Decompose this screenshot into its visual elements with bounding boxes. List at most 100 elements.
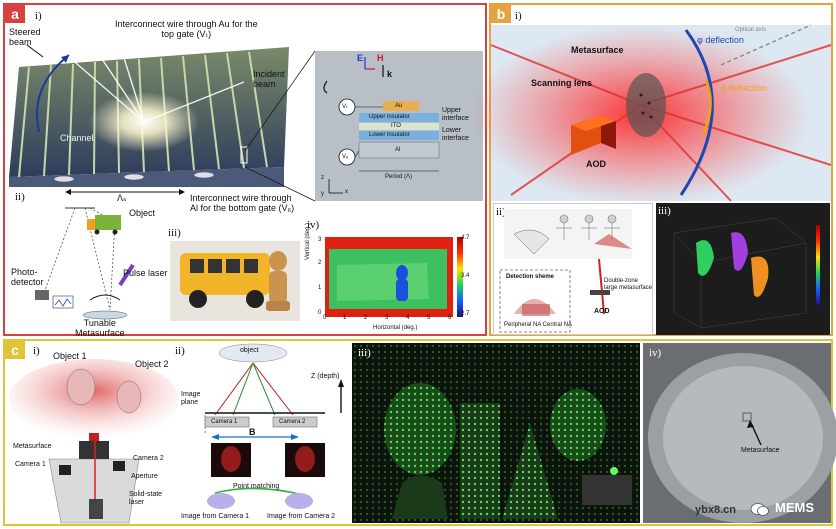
wechat-icon bbox=[750, 503, 769, 516]
theta-deflection-label: θ deflection bbox=[721, 83, 768, 93]
toy-bus-photo bbox=[170, 241, 300, 321]
panel-b-tag: b bbox=[491, 5, 511, 23]
aod-label: AOD bbox=[586, 159, 606, 169]
inset-axis-x: x bbox=[345, 189, 348, 195]
map-xtick-5: 5 bbox=[427, 315, 431, 321]
aod-ii-label: AOD bbox=[594, 308, 610, 315]
metasurface-render bbox=[9, 41, 289, 187]
map-xtick-0: 0 bbox=[323, 315, 327, 321]
peripheral-label: Peripheral NA Central NA bbox=[504, 322, 573, 328]
layer-stack-inset: E H k Vₜ V₆ Au Upper insulator ITO Lower… bbox=[315, 51, 483, 201]
panel-c-sub-iv: iv) bbox=[649, 347, 662, 359]
watermark-brand: MEMS bbox=[775, 500, 814, 515]
panel-b-iii: iii) bbox=[656, 203, 830, 335]
object-c-label: object bbox=[240, 347, 259, 354]
cam2-label: Camera 2 bbox=[279, 419, 306, 425]
camera2-label: Camera 2 bbox=[133, 455, 164, 462]
camera1-label: Camera 1 bbox=[15, 461, 46, 468]
inset-e: E bbox=[357, 53, 364, 63]
cam1-label: Camera 1 bbox=[211, 419, 238, 425]
metasurface-label: Metasurface bbox=[571, 45, 624, 55]
depth-map bbox=[325, 237, 463, 317]
inset-lower-insulator: Lower insulator bbox=[369, 132, 410, 138]
panel-c-sub-iii: iii) bbox=[358, 347, 371, 359]
z-depth-label: Z (depth) bbox=[311, 373, 340, 380]
panel-c-tag: c bbox=[5, 341, 25, 359]
detection-scheme-label: Detection sheme bbox=[506, 274, 555, 280]
map-ytick-1: 1 bbox=[318, 285, 322, 291]
object-label: Object bbox=[129, 208, 156, 218]
panel-a: a i) bbox=[3, 3, 487, 338]
pulse-laser-label: Pulse laser bbox=[123, 268, 168, 278]
inset-upper-insulator: Upper insulator bbox=[369, 114, 410, 120]
photo-detector-label: Photo-detector bbox=[11, 267, 44, 287]
point-matching-label: Point matching bbox=[233, 483, 280, 490]
inset-au: Au bbox=[395, 103, 403, 109]
panel-c-sub-ii: ii) bbox=[175, 345, 185, 357]
map-xtick-6: 6 bbox=[448, 315, 452, 321]
setup-render bbox=[9, 359, 179, 524]
aperture-label: Aperture bbox=[131, 473, 158, 480]
img-cam1-label: Image from Camera 1 bbox=[181, 513, 250, 520]
optical-axis-label: Optical axis bbox=[735, 27, 767, 33]
panel-c: c i) Object 1 Object 2 Metasurface Camer… bbox=[3, 339, 836, 526]
layer-stack-drawing bbox=[323, 57, 440, 194]
inset-axis-y: y bbox=[321, 191, 324, 197]
green-dot-projection bbox=[352, 343, 640, 523]
object1-label: Object 1 bbox=[53, 351, 87, 361]
map-xtick-3: 3 bbox=[385, 315, 389, 321]
panel-c-iii: iii) bbox=[352, 343, 640, 523]
cbar-tick-0: 4.7 bbox=[461, 235, 470, 241]
watermark-site: ybx8.cn bbox=[695, 504, 736, 516]
panel-b-sub-i: i) bbox=[515, 10, 522, 22]
scanning-lens-label: Scanning lens bbox=[531, 78, 593, 88]
phi-deflection-label: φ deflection bbox=[697, 35, 744, 45]
inset-al: Al bbox=[395, 147, 401, 153]
panel-b: b i) Optical axis φ deflection θ deflect… bbox=[471, 3, 833, 336]
map-xtick-1: 1 bbox=[343, 315, 347, 321]
panel-a-sub-iv: iv) bbox=[307, 219, 320, 231]
inset-vb: V₆ bbox=[342, 154, 349, 160]
map-ytick-3: 3 bbox=[318, 237, 322, 243]
inset-ito: ITO bbox=[391, 123, 401, 129]
period-lambda-s: Λₛ bbox=[117, 193, 127, 203]
inset-axis-z: z bbox=[321, 175, 324, 181]
panel-a-sub-iii: iii) bbox=[168, 227, 181, 239]
map-ytick-0: 0 bbox=[318, 310, 322, 316]
map-ytick-2: 2 bbox=[318, 260, 322, 266]
inset-period: Period (Λ) bbox=[385, 174, 413, 180]
inset-k: k bbox=[387, 69, 393, 79]
img-cam2-label: Image from Camera 2 bbox=[267, 513, 336, 520]
channel-label: Channel bbox=[60, 133, 94, 143]
cbar-tick-2: 2.7 bbox=[461, 311, 470, 317]
detection-render bbox=[499, 209, 632, 333]
beam-steering-render bbox=[471, 24, 832, 205]
map-xtick-4: 4 bbox=[406, 315, 410, 321]
metasurface-iv-label: Metasurface bbox=[741, 447, 780, 454]
map-ylabel: Vertical (deg.) bbox=[305, 222, 311, 260]
cbar-tick-1: 3.4 bbox=[461, 273, 470, 279]
panel-c-iv: iv) Metasurface bbox=[643, 343, 836, 523]
inset-vt: Vₜ bbox=[342, 104, 348, 110]
point-cloud-render bbox=[673, 217, 820, 329]
panel-a-sub-ii: ii) bbox=[15, 191, 25, 203]
inset-h: H bbox=[377, 53, 384, 63]
panel-b-sub-iii: iii) bbox=[658, 205, 671, 217]
lidar-schematic bbox=[35, 207, 135, 320]
stereo-diagram bbox=[204, 343, 344, 509]
period-arrow bbox=[65, 189, 185, 195]
panel-a-sub-i: i) bbox=[35, 10, 42, 22]
map-xtick-2: 2 bbox=[364, 315, 368, 321]
panel-c-sub-i: i) bbox=[33, 345, 40, 357]
